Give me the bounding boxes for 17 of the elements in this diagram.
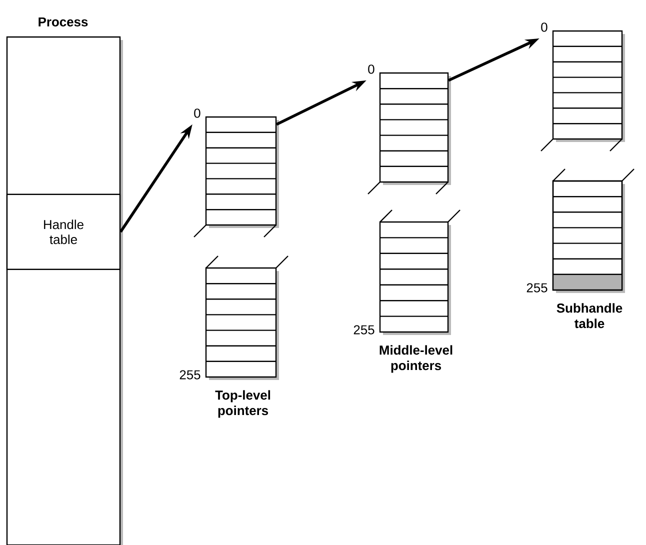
- node-label: Process: [38, 17, 88, 26]
- handle-table-segment: Handle table: [6, 194, 121, 270]
- table-caption: Top-level pointers: [215, 390, 270, 418]
- table-caption: Subhandle table: [556, 303, 622, 328]
- index-label: 255: [354, 325, 374, 334]
- index-label: 0: [541, 22, 548, 32]
- index-label: 255: [180, 370, 200, 380]
- table-segment: [205, 256, 288, 380]
- index-label: 0: [194, 108, 200, 118]
- table-segment: [552, 168, 634, 293]
- table-segment: [379, 210, 460, 335]
- table-segment: [368, 72, 451, 194]
- table-caption: Middle-level pointers: [380, 345, 452, 373]
- table-segment: [194, 116, 279, 238]
- table-segment: [540, 30, 625, 152]
- index-label: 0: [368, 64, 374, 74]
- index-label: 255: [526, 283, 548, 292]
